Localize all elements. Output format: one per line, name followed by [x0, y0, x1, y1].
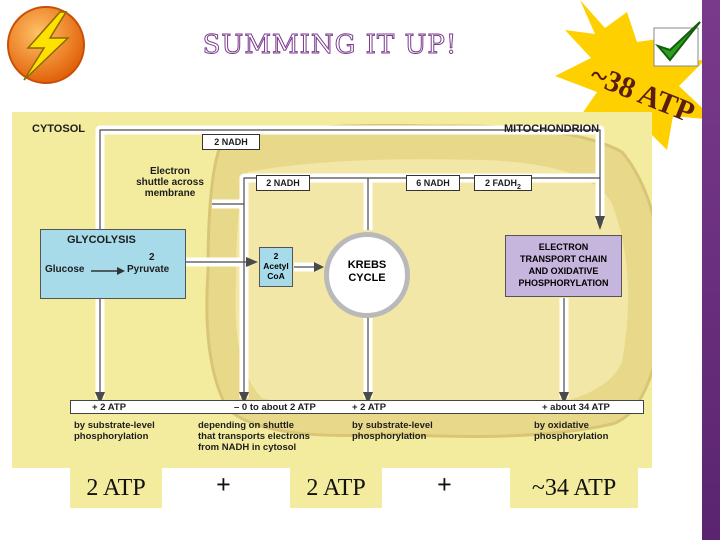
- note-krebs: by substrate-level phosphorylation: [352, 420, 433, 442]
- note-line: from NADH in cytosol: [198, 442, 297, 453]
- fadh-subscript: 2: [517, 183, 521, 191]
- note-line: by substrate-level: [74, 420, 155, 431]
- note-line: phosphorylation: [352, 431, 427, 442]
- atp-label-glycolysis: + 2 ATP: [92, 402, 127, 413]
- pyruvate-count: 2: [149, 252, 155, 263]
- shuttle-line: membrane: [144, 188, 196, 199]
- acetyl-line: 2: [273, 251, 279, 261]
- etc-line: TRANSPORT CHAIN: [520, 254, 607, 264]
- nadh-top-box: 2 NADH: [202, 134, 260, 150]
- acetyl-line: CoA: [267, 271, 285, 281]
- note-line: phosphorylation: [534, 431, 609, 442]
- glycolysis-title: GLYCOLYSIS: [67, 234, 136, 246]
- krebs-cycle-circle: KREBS CYCLE: [324, 232, 410, 318]
- total-glycolysis: 2 ATP: [70, 468, 162, 508]
- mitochondrion-inner: [235, 159, 629, 414]
- fadh-box: 2 FADH2: [474, 175, 532, 191]
- pyruvate-label: Pyruvate: [127, 264, 170, 275]
- atp-label-etc: + about 34 ATP: [542, 402, 610, 413]
- glycolysis-box: GLYCOLYSIS 2 Glucose Pyruvate: [40, 229, 186, 299]
- note-line: by oxidative: [534, 420, 589, 431]
- checkmark-icon: [653, 21, 701, 67]
- note-shuttle: depending on shuttle that transports ele…: [198, 420, 310, 453]
- diagram-shapes: [95, 123, 652, 438]
- note-line: that transports electrons: [198, 431, 310, 442]
- lightning-bolt-icon: [7, 6, 85, 84]
- plus-sign: +: [216, 470, 231, 499]
- cellular-respiration-diagram: CYTOSOL MITOCHONDRION 2 NADH 2 NADH 6 NA…: [12, 112, 652, 468]
- shuttle-label: Electron shuttle across membrane: [126, 166, 214, 199]
- side-accent-bar: [702, 0, 720, 540]
- nadh-shuttle-box: 2 NADH: [256, 175, 310, 191]
- note-glycolysis: by substrate-level phosphorylation: [74, 420, 155, 442]
- krebs-line: KREBS: [347, 259, 387, 271]
- etc-box: ELECTRON TRANSPORT CHAIN AND OXIDATIVE P…: [505, 235, 622, 297]
- cytosol-label: CYTOSOL: [32, 123, 85, 135]
- note-line: depending on shuttle: [198, 420, 295, 431]
- glucose-label: Glucose: [45, 264, 85, 275]
- total-krebs: 2 ATP: [290, 468, 382, 508]
- fadh-label: 2 FADH: [485, 178, 518, 188]
- etc-line: AND OXIDATIVE: [528, 266, 599, 276]
- atp-label-krebs: + 2 ATP: [352, 402, 387, 413]
- glucose-arrow: [91, 267, 125, 275]
- etc-line: PHOSPHORYLATION: [518, 278, 609, 288]
- total-etc: ~34 ATP: [510, 468, 638, 508]
- note-etc: by oxidative phosphorylation: [534, 420, 608, 442]
- acetyl-coa-box: 2 Acetyl CoA: [259, 247, 293, 287]
- note-line: phosphorylation: [74, 431, 149, 442]
- etc-line: ELECTRON: [538, 242, 589, 252]
- slide-title: SUMMING IT UP!: [202, 30, 458, 61]
- note-line: by substrate-level: [352, 420, 433, 431]
- nadh-krebs-box: 6 NADH: [406, 175, 460, 191]
- krebs-line: CYCLE: [348, 272, 386, 284]
- mitochondrion-label: MITOCHONDRION: [504, 123, 600, 135]
- atp-label-shuttle: – 0 to about 2 ATP: [234, 402, 316, 413]
- atp-summary-bar: [70, 400, 644, 414]
- plus-sign: +: [437, 470, 452, 499]
- shuttle-line: Electron: [149, 166, 190, 177]
- acetyl-line: Acetyl: [263, 261, 289, 271]
- shuttle-line: shuttle across: [136, 177, 204, 188]
